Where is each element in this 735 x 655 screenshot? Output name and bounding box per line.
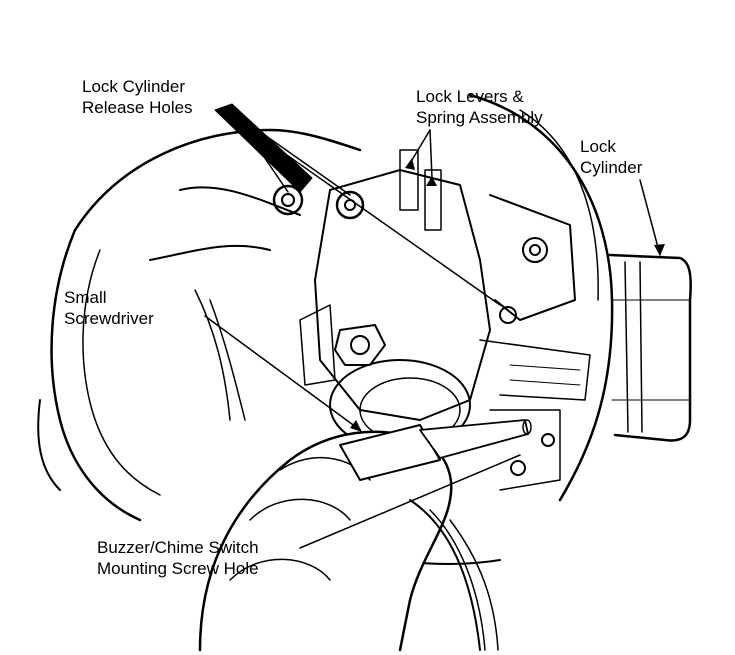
label-line: Lock — [580, 137, 616, 156]
label-line: Mounting Screw Hole — [97, 559, 259, 578]
label-line: Screwdriver — [64, 309, 154, 328]
label-line: Small — [64, 288, 107, 307]
label-line: Lock Cylinder — [82, 77, 185, 96]
lock-cylinder-housing — [608, 253, 692, 442]
label-lock-cylinder: Lock Cylinder — [580, 136, 642, 178]
label-line: Buzzer/Chime Switch — [97, 538, 259, 557]
release-holes — [272, 184, 365, 220]
label-lock-levers-spring-assembly: Lock Levers & Spring Assembly — [416, 86, 543, 128]
screwdriver — [339, 419, 532, 481]
label-lock-cylinder-release-holes: Lock Cylinder Release Holes — [82, 76, 193, 118]
leader-lines — [204, 109, 661, 549]
label-line: Spring Assembly — [416, 108, 543, 127]
arrowheads — [350, 158, 665, 432]
label-line: Lock Levers & — [416, 87, 524, 106]
label-buzzer-chime-switch: Buzzer/Chime Switch Mounting Screw Hole — [97, 537, 259, 579]
release-hole-highlight — [214, 103, 313, 193]
label-line: Cylinder — [580, 158, 643, 177]
label-line: Release Holes — [82, 98, 193, 117]
label-small-screwdriver: Small Screwdriver — [64, 287, 154, 329]
